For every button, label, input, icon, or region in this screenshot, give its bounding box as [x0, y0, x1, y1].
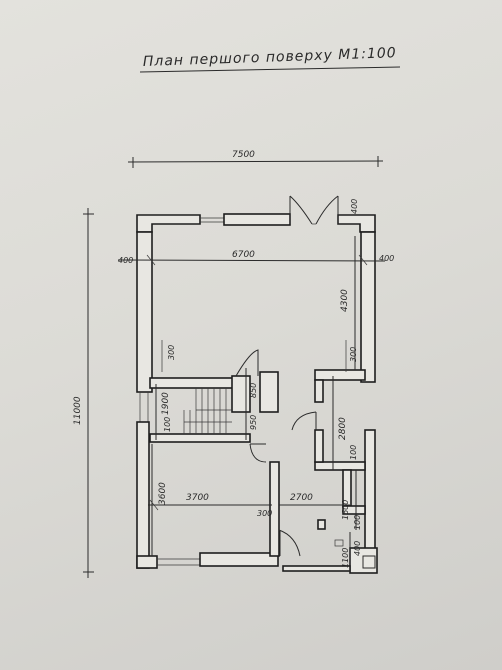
dim-11000: 11000 [73, 396, 83, 425]
dim-100-closet: 100 [349, 445, 358, 460]
dim-100-bath: 100 [353, 515, 362, 530]
plan-title: План першого поверху М1:100 [143, 45, 397, 70]
dim-2700: 2700 [290, 493, 313, 503]
dim-1100: 1100 [341, 548, 350, 568]
dim-3700: 3700 [186, 493, 209, 503]
door-swings [235, 349, 317, 557]
dim-400-bottom: 400 [353, 541, 362, 556]
dim-400-right: 400 [379, 254, 394, 263]
dim-300-partition: 300 [257, 509, 272, 518]
dim-300-right: 300 [349, 347, 358, 362]
dim-1900: 1900 [161, 392, 171, 415]
dimension-overall-width: 7500 [127, 150, 384, 168]
dim-6700: 6700 [232, 250, 255, 260]
title-underline [139, 66, 401, 73]
dimension-overall-height: 11000 [73, 208, 94, 578]
fixture-square [334, 539, 344, 547]
dim-7500: 7500 [232, 150, 255, 160]
entrance-door [289, 195, 339, 225]
dim-400-left: 400 [118, 256, 133, 265]
staircase [183, 388, 232, 434]
dim-850: 850 [249, 383, 258, 398]
dim-950: 950 [249, 415, 258, 430]
dim-300-left: 300 [167, 345, 176, 360]
dim-1600: 1600 [341, 500, 350, 520]
dim-100-stair: 100 [163, 417, 172, 432]
dim-400-top-right: 400 [350, 199, 359, 214]
dim-3600: 3600 [158, 482, 168, 505]
dim-2800: 2800 [338, 417, 348, 440]
dim-4300: 4300 [340, 289, 350, 312]
fixture-box [362, 555, 376, 569]
dimension-lines [117, 236, 386, 572]
